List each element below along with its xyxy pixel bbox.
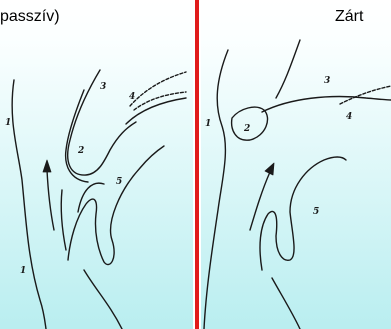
left-label-back-wall-lower: 1	[20, 267, 26, 276]
left-panel-background	[0, 0, 193, 329]
right-label-velum: 2	[244, 125, 250, 134]
left-label-back-wall-upper: 1	[5, 119, 11, 128]
right-label-tongue: 5	[313, 208, 319, 217]
left-label-tongue: 5	[116, 178, 122, 187]
panel-divider	[195, 0, 199, 329]
right-panel-title: Zárt	[335, 9, 363, 25]
left-label-velum: 3	[100, 83, 106, 92]
right-label-back-wall: 1	[205, 120, 211, 129]
left-label-velum-tip: 2	[78, 147, 84, 156]
right-label-palate: 4	[346, 113, 352, 122]
right-label-upper: 3	[324, 77, 330, 86]
left-panel-title: passzív)	[0, 9, 60, 25]
left-label-palate: 4	[129, 93, 135, 102]
